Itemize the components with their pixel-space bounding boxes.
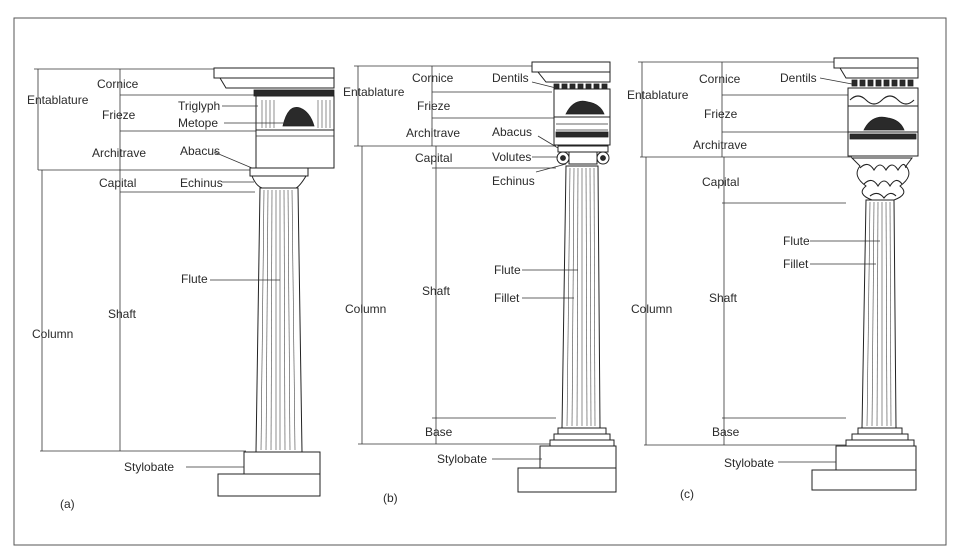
ionic-architrave [553, 116, 611, 146]
label-entablature: Entablature [27, 93, 89, 107]
label-echinus: Echinus [492, 174, 535, 188]
label-cornice: Cornice [699, 72, 741, 86]
label-stylobate: Stylobate [124, 460, 174, 474]
corinthian-architrave-band [849, 133, 917, 140]
corinthian-stylobate-lower [811, 469, 917, 491]
panel-tag: (c) [680, 487, 694, 501]
corinthian-dentils [851, 79, 914, 87]
label-column: Column [631, 302, 672, 316]
label-abacus: Abacus [492, 125, 532, 139]
ionic-frieze-sculpture [565, 100, 605, 115]
corinthian-base-torus [857, 427, 903, 435]
label-cornice: Cornice [97, 77, 139, 91]
panel-corinthian: Cornice Dentils Entablature Frieze Archi… [627, 57, 919, 501]
label-entablature: Entablature [627, 88, 689, 102]
ionic-echinus [568, 151, 598, 165]
label-echinus: Echinus [180, 176, 223, 190]
label-shaft: Shaft [422, 284, 451, 298]
label-stylobate: Stylobate [437, 452, 487, 466]
ionic-cornice-lower [536, 71, 611, 83]
ionic-dentils [553, 83, 608, 90]
doric-flutes [260, 189, 296, 451]
ionic-flutes [566, 167, 596, 427]
doric-cornice-lower [219, 77, 335, 89]
label-shaft: Shaft [709, 291, 738, 305]
panel-ionic: Cornice Dentils Entablature Frieze Archi… [343, 61, 617, 505]
corinthian-stylobate-upper [835, 445, 917, 471]
ionic-abacus [557, 145, 609, 153]
doric-echinus [251, 175, 307, 189]
ionic-cornice [531, 61, 611, 73]
ionic-base-scotia [553, 433, 611, 441]
panel-doric: Cornice Entablature Frieze Triglyph Meto… [27, 67, 335, 511]
doric-abacus [249, 167, 309, 177]
ionic-architrave-band [555, 131, 609, 138]
ionic-base-plinth [549, 439, 615, 447]
corinthian-cornice-lower [839, 67, 919, 79]
label-stylobate: Stylobate [724, 456, 774, 470]
label-shaft: Shaft [108, 307, 137, 321]
doric-metope-sculpture [282, 107, 315, 127]
label-capital: Capital [702, 175, 739, 189]
panel-tag: (b) [383, 491, 398, 505]
label-fillet: Fillet [494, 291, 520, 305]
corinthian-base-scotia [851, 433, 909, 441]
label-entablature: Entablature [343, 85, 405, 99]
label-base: Base [712, 425, 740, 439]
panel-tag: (a) [60, 497, 75, 511]
label-dentils: Dentils [780, 71, 817, 85]
doric-shaft [255, 187, 303, 453]
corinthian-flutes [866, 201, 892, 427]
label-flute: Flute [783, 234, 810, 248]
label-architrave: Architrave [693, 138, 747, 152]
label-abacus: Abacus [180, 144, 220, 158]
label-column: Column [32, 327, 73, 341]
label-architrave: Architrave [406, 126, 460, 140]
corinthian-frieze-sculpture [863, 116, 905, 131]
label-volutes: Volutes [492, 150, 531, 164]
label-dentils: Dentils [492, 71, 529, 85]
corinthian-wave-ornament [849, 95, 915, 105]
label-architrave: Architrave [92, 146, 146, 160]
corinthian-base-plinth [845, 439, 915, 447]
doric-cornice [213, 67, 335, 79]
label-column: Column [345, 302, 386, 316]
corinthian-cornice [833, 57, 919, 69]
doric-stylobate-upper [243, 451, 321, 475]
ionic-stylobate-lower [517, 467, 617, 493]
label-frieze: Frieze [102, 108, 136, 122]
doric-mutules [253, 89, 335, 97]
label-base: Base [425, 425, 453, 439]
label-frieze: Frieze [417, 99, 451, 113]
label-flute: Flute [494, 263, 521, 277]
label-capital: Capital [99, 176, 136, 190]
label-frieze: Frieze [704, 107, 738, 121]
label-capital: Capital [415, 151, 452, 165]
doric-stylobate-lower [217, 473, 321, 497]
label-metope: Metope [178, 116, 218, 130]
ionic-base-torus [557, 427, 607, 435]
label-fillet: Fillet [783, 257, 809, 271]
label-triglyph: Triglyph [178, 99, 220, 113]
page-frame [13, 17, 947, 546]
ionic-stylobate-upper [539, 445, 617, 469]
label-cornice: Cornice [412, 71, 454, 85]
label-flute: Flute [181, 272, 208, 286]
